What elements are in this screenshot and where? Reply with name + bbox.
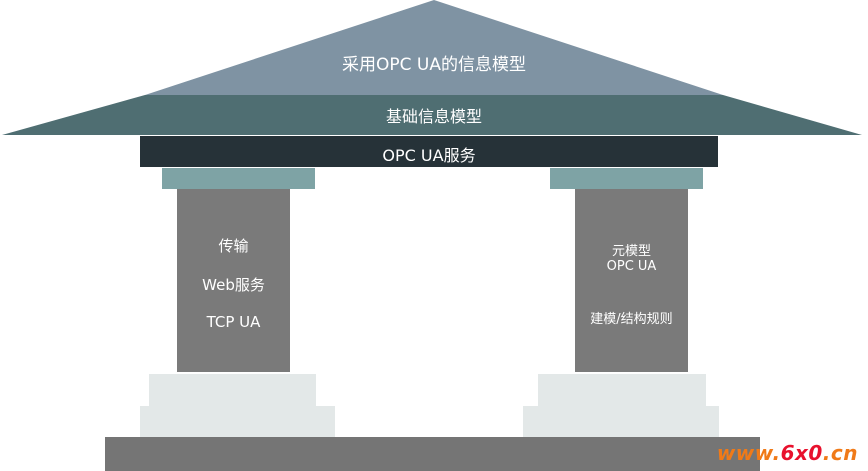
foundation-floor [105, 437, 760, 471]
roof-top-triangle [145, 0, 723, 95]
right-pillar-base-upper [538, 374, 706, 406]
roof-top-label: 采用OPC UA的信息模型 [342, 55, 526, 75]
watermark: www.6x0.cn [717, 441, 858, 465]
roof-band [2, 95, 862, 135]
left-pillar-base-lower [140, 406, 335, 437]
watermark-highlight: 6x0 [780, 441, 823, 465]
left-pillar-line-2: Web服务 [202, 276, 265, 294]
right-pillar-line-2: OPC UA [606, 259, 657, 274]
watermark-prefix: www. [716, 441, 781, 465]
left-pillar-line-3: TCP UA [206, 313, 261, 331]
right-pillar-capital [550, 168, 703, 189]
right-pillar-base-lower [523, 406, 719, 437]
services-beam: OPC UA服务 [140, 136, 718, 167]
left-pillar-capital [162, 168, 315, 189]
left-pillar-base-upper [149, 374, 316, 406]
right-pillar-line-1: 元模型 [611, 244, 651, 259]
roof-middle-label: 基础信息模型 [385, 107, 482, 126]
left-pillar: 传输 Web服务 TCP UA [177, 189, 290, 372]
right-pillar-line-3: 建模/结构规则 [590, 312, 673, 327]
services-beam-label: OPC UA服务 [382, 146, 476, 165]
right-pillar: 元模型 OPC UA 建模/结构规则 [575, 189, 688, 372]
watermark-suffix: .cn [822, 441, 858, 465]
left-pillar-line-1: 传输 [218, 237, 249, 255]
roof-pediment [2, 0, 862, 135]
